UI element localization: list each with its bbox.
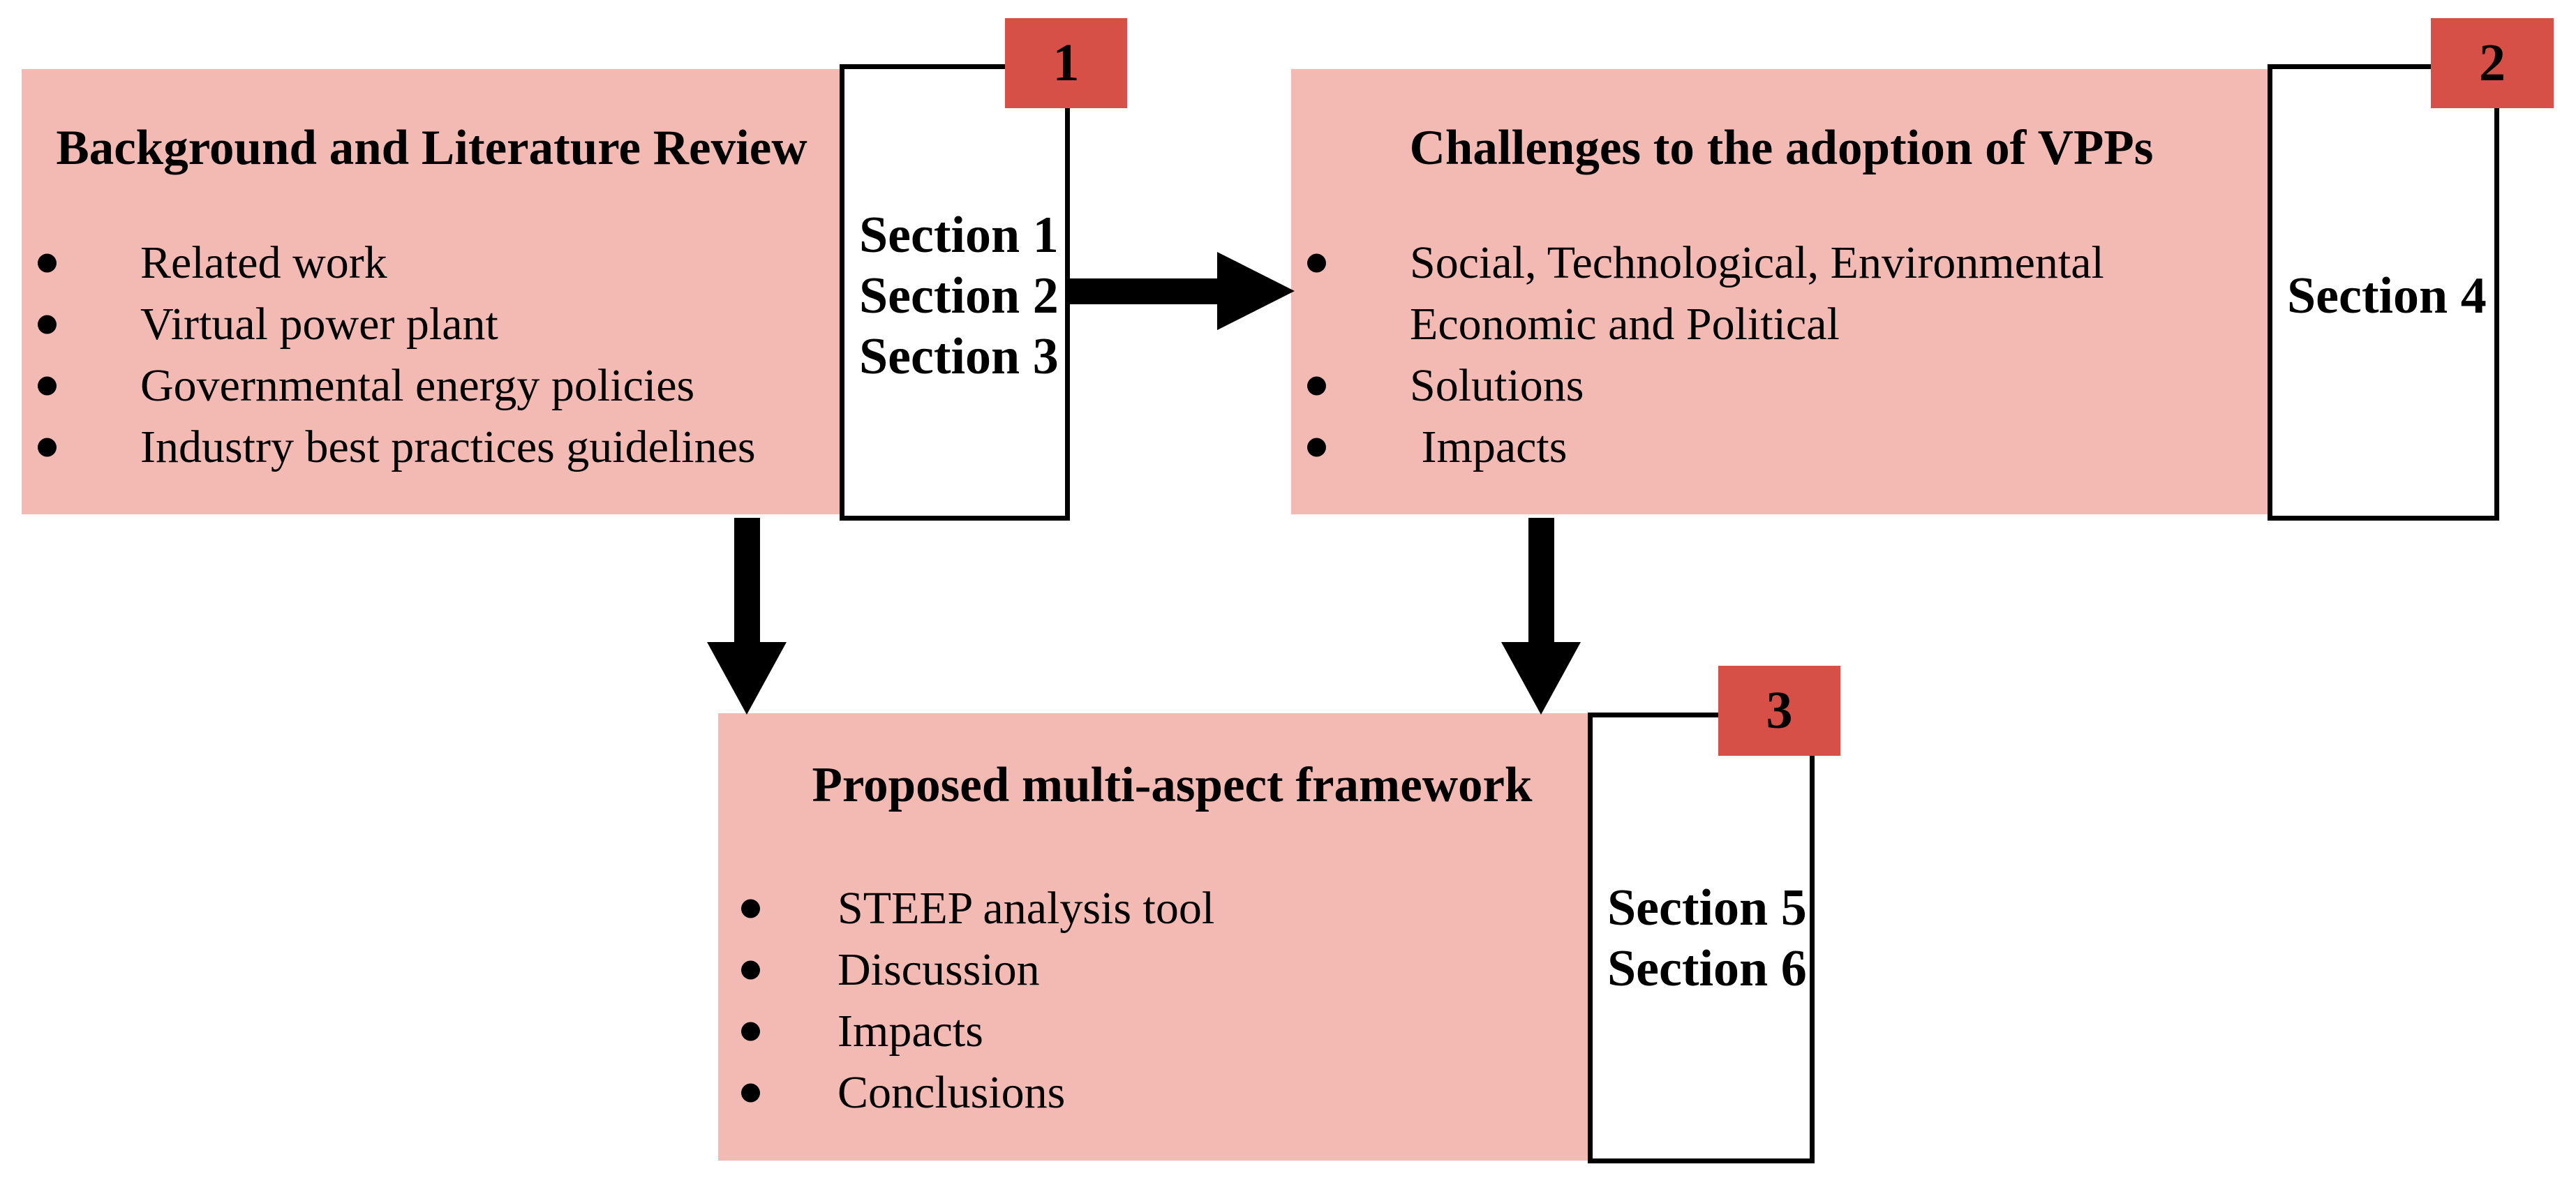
section-label: Section 1	[859, 207, 1059, 264]
bullet-text: Related work	[140, 237, 387, 288]
bullet-text: Industry best practices guidelines	[140, 422, 756, 472]
list-item: Conclusions	[718, 1062, 1588, 1124]
arrow-down-icon	[1501, 642, 1581, 715]
bullet-icon	[1307, 438, 1326, 457]
list-item: Industry best practices guidelines	[22, 417, 842, 478]
list-item: Impacts	[718, 1001, 1588, 1062]
bullet-text: Social, Technological, Environmental	[1410, 237, 2104, 288]
box-title: Challenges to the adoption of VPPs	[1409, 121, 2154, 175]
list-item: STEEP analysis tool	[718, 878, 1588, 939]
section-label: Section 2	[859, 267, 1059, 325]
badge-number: 2	[2479, 33, 2506, 92]
arrow-down-shaft	[1528, 518, 1554, 643]
list-item: Solutions	[1291, 355, 2272, 417]
bullet-icon	[1307, 253, 1326, 273]
bullet-icon	[1307, 376, 1326, 396]
bullet-text: Virtual power plant	[140, 299, 498, 350]
section-box-1: Section 1 Section 2 Section 3	[840, 64, 1070, 521]
bullet-text: Governmental energy policies	[140, 360, 695, 411]
section-label-list: Section 1 Section 2 Section 3	[859, 205, 1059, 387]
arrow-right-shaft	[1070, 278, 1217, 304]
list-item: Discussion	[718, 939, 1588, 1001]
step-badge-2: 2	[2431, 18, 2554, 108]
list-item: Impacts	[1291, 417, 2272, 478]
list-item: Social, Technological, Environmental	[1291, 232, 2272, 294]
bullet-text: Solutions	[1410, 360, 1584, 411]
section-box-3: Section 5 Section 6	[1588, 713, 1815, 1163]
background-literature-review-box: Background and Literature Review Related…	[22, 69, 842, 514]
box-title: Background and Literature Review	[56, 121, 807, 175]
bullet-icon	[741, 1022, 760, 1041]
section-label-list: Section 5 Section 6	[1607, 878, 1807, 999]
section-label: Section 5	[1607, 879, 1807, 937]
bullet-icon	[38, 253, 57, 273]
box-title: Proposed multi-aspect framework	[812, 758, 1533, 812]
arrow-down-shaft	[734, 518, 760, 643]
bullet-text: STEEP analysis tool	[837, 883, 1215, 934]
section-label: Section 6	[1607, 940, 1807, 997]
bullet-text: Conclusions	[837, 1067, 1066, 1118]
bullet-text: Impacts	[837, 1006, 983, 1057]
bullet-list: Related work Virtual power plant Governm…	[22, 232, 842, 478]
bullet-icon	[38, 315, 57, 334]
badge-number: 1	[1052, 33, 1080, 92]
proposed-framework-box: Proposed multi-aspect framework STEEP an…	[718, 713, 1588, 1161]
section-label-list: Section 4	[2287, 266, 2487, 327]
bullet-text: Economic and Political	[1410, 299, 1840, 350]
list-item: Governmental energy policies	[22, 355, 842, 417]
section-label: Section 4	[2287, 267, 2487, 325]
badge-number: 3	[1766, 681, 1793, 740]
bullet-icon	[38, 438, 57, 457]
bullet-icon	[741, 960, 760, 980]
challenges-adoption-vpps-box: Challenges to the adoption of VPPs Socia…	[1291, 69, 2272, 514]
section-box-2: Section 4	[2268, 64, 2499, 521]
arrow-down-icon	[707, 642, 787, 715]
bullet-text: Impacts	[1410, 422, 1568, 472]
bullet-icon	[38, 376, 57, 396]
arrow-right-icon	[1217, 252, 1295, 330]
bullet-list: STEEP analysis tool Discussion Impacts C…	[718, 878, 1588, 1124]
step-badge-3: 3	[1718, 666, 1840, 756]
bullet-text: Discussion	[837, 944, 1040, 995]
list-item: Virtual power plant	[22, 294, 842, 355]
step-badge-1: 1	[1005, 18, 1127, 108]
bullet-list: Social, Technological, Environmental Eco…	[1291, 232, 2272, 478]
section-label: Section 3	[859, 328, 1059, 385]
list-item: Related work	[22, 232, 842, 294]
bullet-icon	[741, 1083, 760, 1103]
list-item: Economic and Political	[1291, 294, 2272, 355]
bullet-icon	[741, 899, 760, 918]
